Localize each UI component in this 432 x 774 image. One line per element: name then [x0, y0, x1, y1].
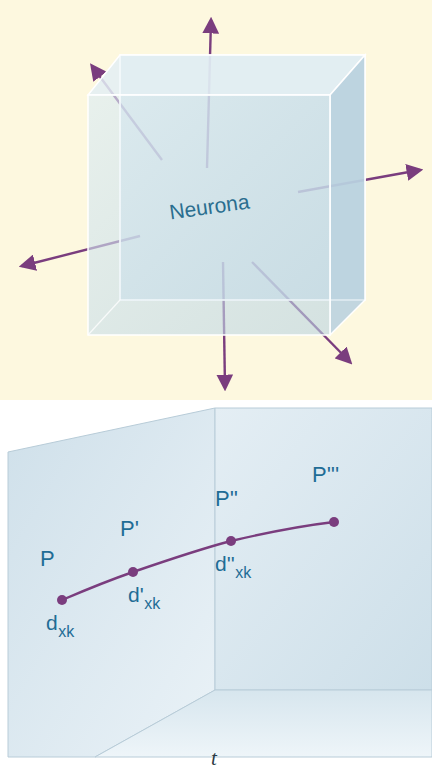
trajectory-points [57, 517, 339, 605]
subscript: xk [144, 596, 160, 612]
distance-symbol: d' [128, 584, 144, 605]
trajectory-curve [62, 522, 334, 600]
back-wall [215, 408, 432, 690]
top-panel [0, 0, 432, 400]
left-wall [8, 408, 215, 757]
distance-symbol: d [46, 612, 58, 633]
subscript: xk [58, 624, 74, 640]
neuron-cube: Neurona [80, 45, 380, 345]
point-label: P''' [312, 464, 339, 486]
point-label: P'' [215, 488, 238, 510]
point-label: P [40, 548, 55, 570]
time-axis-label: t [211, 748, 217, 769]
subscript: xk [235, 565, 251, 581]
point-label: P' [120, 518, 139, 540]
output-arrows [22, 20, 420, 388]
distance-symbol: d'' [215, 553, 235, 574]
floor [95, 690, 432, 757]
